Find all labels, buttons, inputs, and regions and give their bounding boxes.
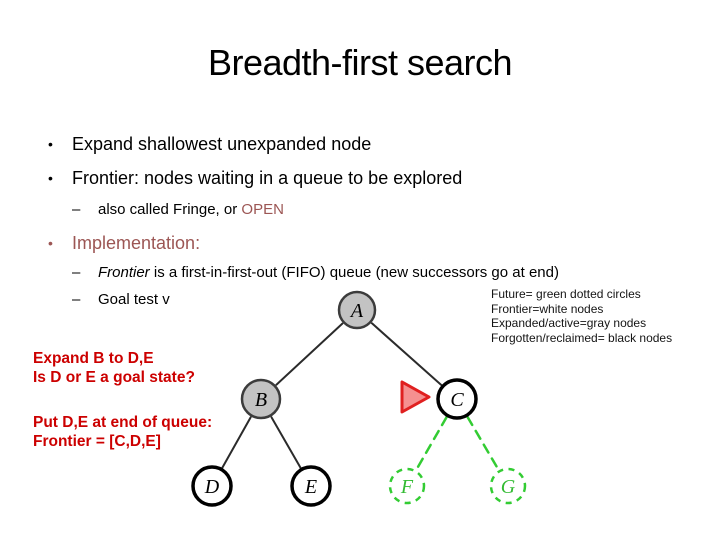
- open-highlight: OPEN: [241, 201, 284, 218]
- bullet-text: Implementation:: [72, 233, 201, 253]
- tree-edge-C-F: [415, 415, 448, 471]
- legend-line-future: Future= green dotted circles: [491, 287, 641, 301]
- bullet-implementation: • Implementation:: [48, 233, 200, 254]
- annotation-line: Put D,E at end of queue:: [33, 414, 213, 431]
- bullet-text: Frontier: nodes waiting in a queue to be…: [72, 168, 463, 188]
- subbullet-also-called: –also called Fringe, or OPEN: [72, 201, 284, 218]
- current-node-pointer-icon: [400, 380, 431, 414]
- frontier-italic: Frontier: [98, 264, 150, 281]
- node-state-legend: Future= green dotted circles Frontier=wh…: [491, 287, 672, 345]
- dash-icon: –: [72, 291, 81, 308]
- bullet-dot-icon: •: [48, 235, 53, 251]
- slide-title: Breadth-first search: [207, 42, 513, 83]
- tree-node-D: [191, 465, 233, 507]
- tree-node-B: [240, 378, 282, 420]
- annotation-line: Is D or E a goal state?: [33, 369, 195, 386]
- tree-node-label-F: F: [400, 476, 414, 498]
- tree-edge-A-C: [370, 322, 443, 387]
- bullet-frontier: • Frontier: nodes waiting in a queue to b…: [48, 168, 462, 189]
- tree-edge-B-E: [270, 416, 302, 469]
- bullet-dot-icon: •: [48, 136, 53, 152]
- legend-line-frontier: Frontier=white nodes: [491, 301, 604, 316]
- tree-node-label-B: B: [255, 389, 267, 411]
- tree-node-E: [290, 465, 332, 507]
- dash-icon: –: [72, 264, 81, 281]
- annotation-line: Frontier = [C,D,E]: [33, 433, 161, 450]
- annotation-line: Expand B to D,E: [33, 350, 154, 367]
- subbullet-fifo: –Frontier is a first-in-first-out (FIFO)…: [72, 264, 559, 281]
- subbullet-text: Goal test v: [98, 291, 170, 308]
- bullet-dot-icon: •: [48, 170, 53, 186]
- tree-node-label-E: E: [304, 476, 317, 498]
- tree-node-A: [337, 290, 377, 330]
- tree-edge-B-D: [221, 416, 252, 469]
- subbullet-text: is a first-in-first-out (FIFO) queue (ne…: [149, 264, 559, 281]
- tree-node-C: [436, 378, 478, 420]
- bullet-text: Expand shallowest unexpanded node: [72, 134, 372, 154]
- legend-line-forgotten: Forgotten/reclaimed= black nodes: [491, 330, 673, 345]
- tree-node-G: [489, 467, 527, 505]
- tree-edge-A-B: [275, 322, 344, 386]
- step-annotation: Expand B to D,E Is D or E a goal state? …: [33, 349, 212, 451]
- subbullet-text: also called Fringe, or: [98, 201, 242, 218]
- tree-node-label-A: A: [349, 300, 364, 322]
- tree-node-label-G: G: [501, 476, 516, 498]
- subbullet-goal-test: –Goal test v: [72, 291, 170, 308]
- legend-line-expanded: Expanded/active=gray nodes: [491, 316, 647, 331]
- tree-node-F: [388, 467, 426, 505]
- tree-edge-C-G: [466, 415, 500, 471]
- bullet-expand-shallowest: • Expand shallowest unexpanded node: [48, 134, 371, 155]
- tree-node-label-D: D: [204, 476, 220, 498]
- tree-node-label-C: C: [450, 389, 464, 411]
- dash-icon: –: [72, 201, 81, 218]
